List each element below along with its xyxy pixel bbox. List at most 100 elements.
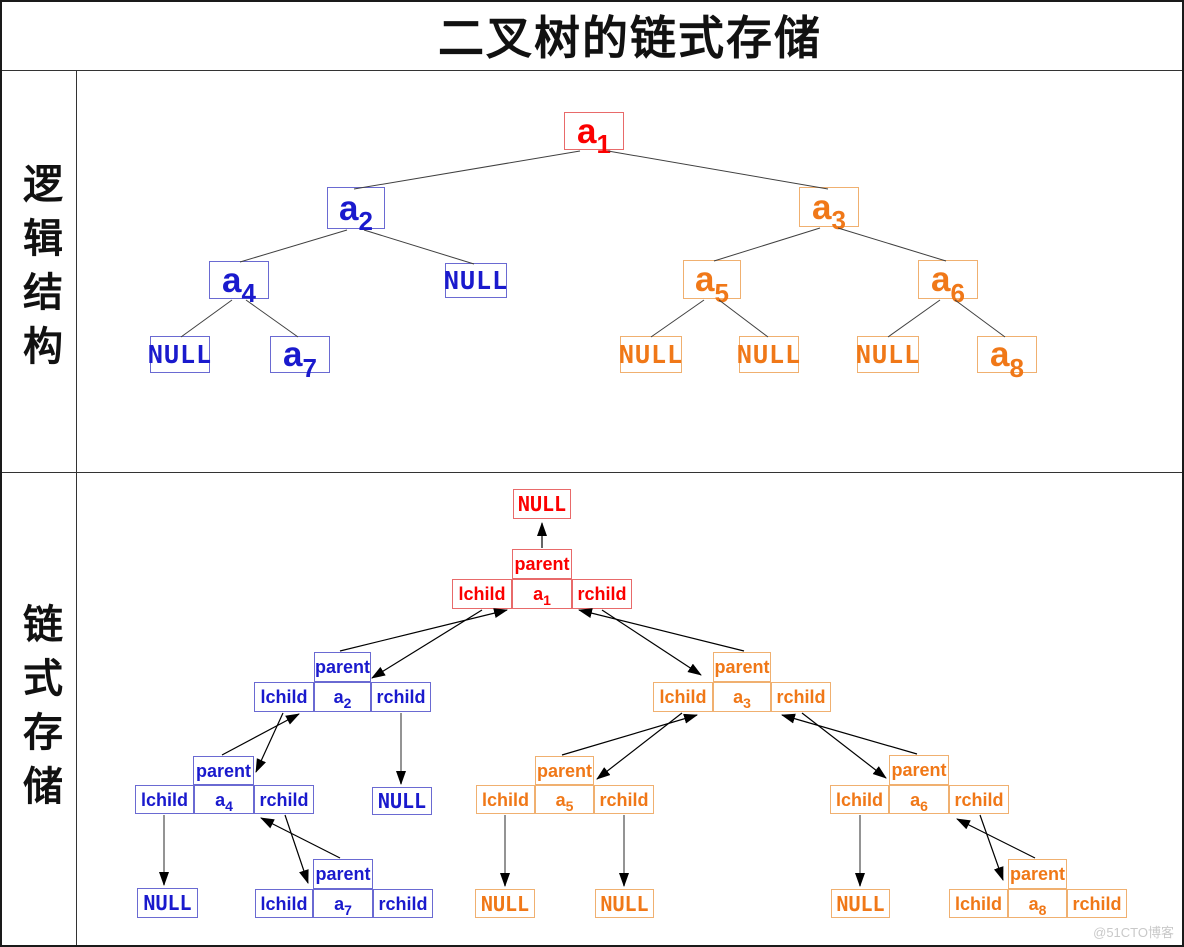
section-divider — [2, 472, 1182, 473]
node-sub: 6 — [920, 797, 928, 814]
edge-a3-a5 — [713, 227, 821, 262]
node-label: a — [283, 335, 303, 374]
node-sub: 5 — [565, 797, 574, 814]
row-label-logical: 逻辑结构 — [17, 163, 62, 379]
node-sub: 4 — [225, 797, 233, 814]
node-label: a — [733, 687, 744, 707]
record-a2-rchild: rchild — [371, 682, 431, 712]
linked-null-a1-parent: NULL — [513, 489, 571, 519]
logical-null-a5-left: NULL — [619, 336, 682, 373]
node-label: a — [1028, 893, 1039, 914]
logical-edges — [180, 150, 1006, 338]
node-label: a — [931, 260, 951, 299]
node-label: a — [533, 584, 544, 604]
record-a4-rchild: rchild — [254, 785, 314, 814]
arrow-a7parent-a4 — [260, 817, 341, 859]
record-a1-lchild: lchild — [452, 579, 512, 609]
node-sub: 6 — [950, 277, 965, 308]
arrow-a1rchild-a3 — [601, 609, 702, 676]
record-a3-lchild: lchild — [653, 682, 713, 712]
node-sub: 8 — [1038, 901, 1047, 918]
arrow-a8parent-a6 — [956, 818, 1036, 859]
node-sub: 2 — [358, 206, 373, 236]
node-label: a — [812, 187, 832, 227]
node-sub: 1 — [543, 592, 551, 608]
linked-null-a2-rchild: NULL — [372, 787, 432, 815]
arrow-a2lchild-a4 — [255, 712, 284, 773]
record-a5-lchild: lchild — [476, 785, 535, 814]
node-sub: 7 — [344, 901, 352, 918]
node-label: a — [215, 789, 226, 810]
row-label-linked: 链式存储 — [17, 602, 62, 819]
node-label: a — [334, 893, 345, 914]
record-a1-rchild: rchild — [572, 579, 632, 609]
logical-null-a5-right: NULL — [737, 336, 800, 373]
linked-null-a6-lchild: NULL — [831, 889, 890, 918]
node-label: a — [339, 188, 359, 228]
record-a5-rchild: rchild — [594, 785, 654, 814]
node-sub: 8 — [1009, 352, 1024, 383]
record-a1-parent: parent — [512, 549, 572, 579]
record-a3-parent: parent — [713, 652, 771, 682]
record-a7-rchild: rchild — [373, 889, 433, 918]
record-a6-rchild: rchild — [949, 785, 1009, 814]
edge-a6-null — [887, 299, 941, 338]
edge-a2-a4 — [239, 229, 348, 263]
record-a3-rchild: rchild — [771, 682, 831, 712]
logical-null-a6-left: NULL — [856, 336, 919, 373]
edge-a1-a2 — [353, 150, 581, 190]
arrow-a3lchild-a5 — [596, 712, 683, 780]
record-a2-lchild: lchild — [254, 682, 314, 712]
node-sub: 5 — [714, 277, 729, 308]
title-divider — [2, 70, 1182, 71]
node-sub: 2 — [343, 695, 352, 711]
edge-a4-null — [180, 299, 233, 338]
record-a5-parent: parent — [535, 756, 594, 785]
node-sub: 1 — [596, 129, 611, 159]
watermark: @51CTO博客 — [1093, 925, 1174, 940]
edge-a1-a3 — [607, 150, 829, 190]
record-a6-parent: parent — [889, 755, 949, 785]
linked-null-a4-lchild: NULL — [137, 888, 198, 918]
record-a6-lchild: lchild — [830, 785, 889, 814]
linked-null-a5-lchild: NULL — [475, 889, 535, 918]
node-label: a — [695, 260, 715, 299]
node-label: a — [222, 260, 242, 300]
edge-a5-null-l — [650, 299, 705, 338]
arrow-a2parent-a1 — [339, 608, 508, 652]
record-a2-parent: parent — [314, 652, 371, 682]
linked-null-a5-rchild: NULL — [595, 889, 654, 918]
edge-a2-null — [363, 229, 475, 265]
logical-null-a4-left: NULL — [148, 336, 211, 373]
edge-a3-a6 — [837, 227, 947, 262]
record-a7-lchild: lchild — [255, 889, 313, 918]
record-a8-rchild: rchild — [1067, 889, 1127, 918]
page-title: 二叉树的链式存储 — [438, 13, 822, 64]
node-label: a — [555, 789, 566, 810]
logical-null-a2-right: NULL — [444, 263, 507, 298]
arrow-a4rchild-a7 — [284, 814, 309, 884]
node-label: a — [333, 687, 344, 707]
arrow-a6parent-a3 — [781, 713, 918, 755]
node-label: a — [990, 335, 1010, 374]
node-sub: 3 — [831, 205, 846, 235]
arrow-a4parent-a2 — [221, 713, 300, 756]
arrow-a3parent-a1 — [578, 608, 745, 652]
